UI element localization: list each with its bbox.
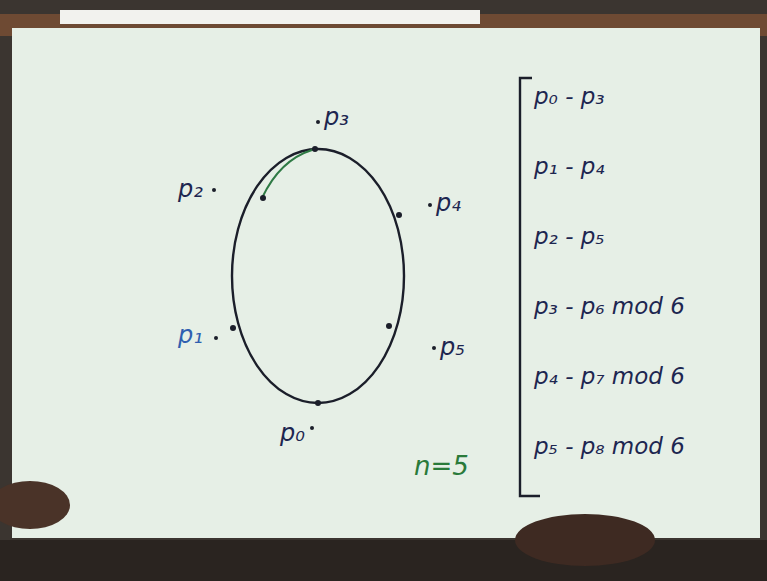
paper-sheet — [12, 28, 760, 538]
point-label: p₅ — [440, 334, 465, 360]
pair-entry: p₅ - p₈ mod 6 — [534, 434, 685, 459]
highlight-stroke — [262, 150, 312, 198]
pair-entry: p₀ - p₃ — [534, 84, 605, 109]
point-label: p₀ — [280, 420, 305, 446]
label-marks — [212, 120, 436, 430]
count-note: n=5 — [414, 452, 469, 481]
pair-entry: p₁ - p₄ — [534, 154, 605, 179]
pair-entry: p₂ - p₅ — [534, 224, 605, 249]
pair-entry: p₃ - p₆ mod 6 — [534, 294, 685, 319]
ring-oval — [232, 149, 404, 403]
point-label: p₃ — [324, 104, 349, 130]
paper-top-edge — [60, 10, 480, 24]
point-label: p₁ — [178, 322, 203, 348]
hand — [0, 481, 70, 529]
ring-points — [230, 146, 402, 406]
point-label: p₄ — [436, 190, 461, 216]
point-label: p₂ — [178, 176, 203, 202]
hand — [515, 514, 655, 566]
pair-entry: p₄ - p₇ mod 6 — [534, 364, 685, 389]
